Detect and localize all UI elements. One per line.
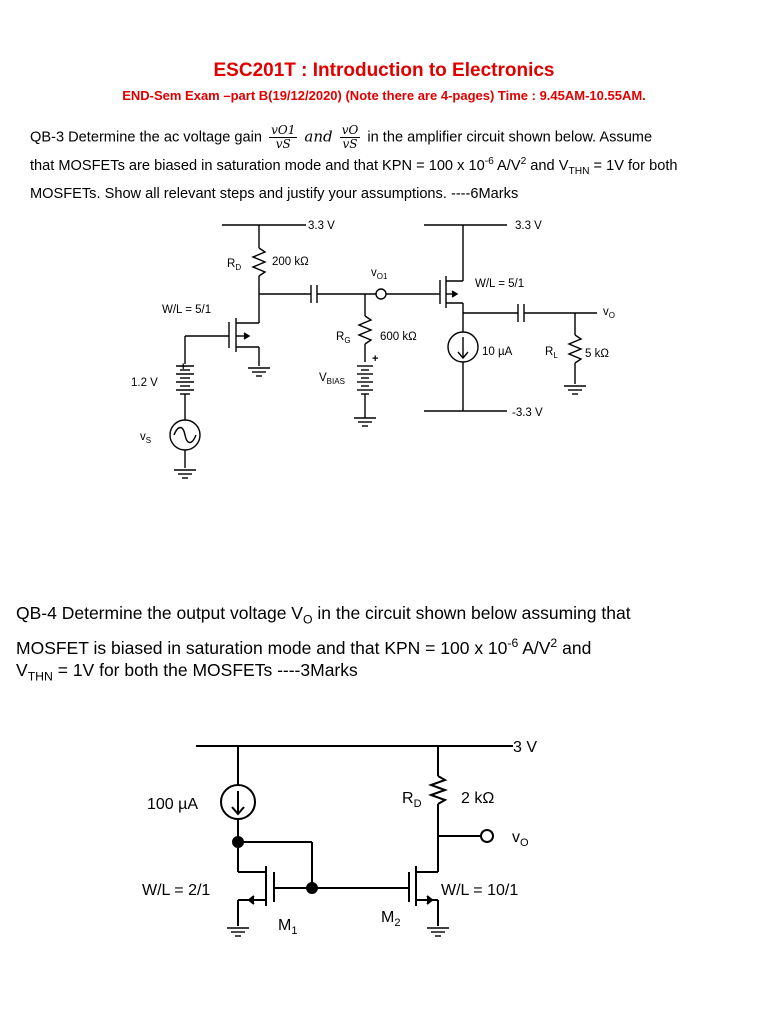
qb4-line1-b: in the circuit shown below assuming that (312, 603, 631, 623)
label-rg: RG (336, 331, 351, 345)
ground-nmos-left (247, 367, 271, 377)
qb3-vthn-sub: THN (568, 165, 590, 177)
label-vs: vS (140, 431, 151, 445)
frac2-numerator: vO (339, 123, 361, 138)
qb4-vo-sub: O (302, 612, 313, 627)
qb4-line3-a: V (16, 660, 28, 681)
vbias-battery (357, 365, 373, 418)
qb4-question: QB-4 Determine the output voltage VO in … (16, 602, 756, 689)
frac1-numerator: vO1 (269, 123, 298, 138)
qb4-line1-a: QB-4 Determine the output voltage V (16, 603, 303, 623)
ground-vs (173, 469, 197, 479)
rg-resistor (357, 294, 373, 362)
label-vss: -3.3 V (512, 407, 543, 419)
circuit-2 (196, 745, 513, 937)
ground-rl (563, 385, 587, 395)
qb4-line2: MOSFET is biased in saturation mode and … (16, 632, 756, 660)
qb4-line3: VTHN = 1V for both the MOSFETs ----3Mark… (16, 659, 756, 689)
exam-title: ESC201T : Introduction to Electronics (213, 60, 555, 81)
gain-fraction-vo1: vO1 vS (269, 123, 298, 151)
qb3-line2: that MOSFETs are biased in saturation mo… (30, 151, 750, 183)
vo-terminal (480, 829, 494, 843)
mosfet-m2 (408, 866, 439, 926)
label-m2: M2 (381, 909, 400, 929)
and-word: and (304, 127, 333, 146)
nmos-right (436, 225, 464, 332)
qb3-line2-d: = 1V for both (589, 157, 678, 174)
plus-sign-vbias: + (372, 353, 378, 365)
sine-icon (173, 426, 197, 444)
qb3-line3: MOSFETs. Show all relevant steps and jus… (30, 185, 519, 202)
label-vo1: vO1 (371, 267, 388, 281)
label-rd-2-value: 2 kΩ (461, 790, 494, 807)
label-m1: M1 (278, 917, 297, 937)
exam-subtitle: END-Sem Exam –part B(19/12/2020) (Note t… (122, 88, 646, 103)
label-1v2: 1.2 V (131, 377, 158, 389)
qb3-sq: 2 (520, 156, 527, 167)
label-wl-left: W/L = 5/1 (162, 304, 211, 316)
qb4-line2-a: MOSFET is biased in saturation mode and … (16, 637, 508, 658)
label-rl-value: 5 kΩ (585, 348, 609, 360)
label-isrc: 10 µA (482, 346, 513, 358)
qb3-question: QB-3 Determine the ac voltage gain vO1 v… (30, 124, 750, 205)
rd-resistor-2 (428, 746, 448, 872)
frac2-denominator: vS (342, 137, 358, 151)
label-rd-2: RD (402, 790, 422, 810)
label-wl-right: W/L = 5/1 (475, 278, 524, 290)
qb4-vthn-sub: THN (27, 669, 53, 684)
plus-sign-battery: + (180, 361, 186, 373)
bias-battery-1v2 (176, 365, 194, 420)
label-vo: vO (603, 306, 615, 320)
label-wl-m2: W/L = 10/1 (441, 882, 518, 899)
label-rl: RL (545, 346, 558, 360)
vo1-node (375, 288, 387, 300)
rd-resistor (251, 225, 267, 323)
qb4-line2-c: and (557, 637, 592, 658)
qb3-line2-b: A/V (493, 157, 521, 174)
qb4-line1: QB-4 Determine the output voltage VO in … (16, 602, 756, 632)
circuit-1 (169, 224, 597, 479)
qb4-sq: 2 (550, 635, 558, 650)
qb4-line2-b: A/V (518, 637, 551, 658)
nmos-left (185, 318, 260, 366)
ground-m2 (426, 927, 450, 937)
label-vdd-left: 3.3 V (308, 220, 335, 232)
qb3-line1: QB-3 Determine the ac voltage gain vO1 v… (30, 124, 750, 151)
label-rg-value: 600 kΩ (380, 331, 417, 343)
label-vbias: VBIAS (319, 372, 345, 386)
label-rd: RD (227, 258, 241, 272)
label-isrc-100ua: 100 µA (147, 796, 198, 813)
qb3-line2-a: that MOSFETs are biased in saturation mo… (30, 157, 485, 174)
label-vo-2: vO (512, 829, 529, 849)
qb3-exp: -6 (484, 156, 494, 167)
qb4-line3-b: = 1V for both the MOSFETs ----3Marks (52, 660, 358, 681)
label-wl-m1: W/L = 2/1 (142, 882, 210, 899)
qb3-prefix: QB-3 Determine the ac voltage gain (30, 129, 263, 146)
gain-fraction-vo: vO vS (339, 123, 361, 151)
qb4-exp: -6 (507, 635, 519, 650)
ground-vbias (353, 417, 377, 427)
label-rd-value: 200 kΩ (272, 256, 309, 268)
mosfet-m1 (237, 866, 409, 926)
qb3-suffix: in the amplifier circuit shown below. As… (367, 129, 653, 146)
frac1-denominator: vS (275, 137, 291, 151)
rl-resistor (567, 313, 583, 384)
label-vdd-3v: 3 V (513, 739, 537, 756)
qb3-line2-c: and V (526, 157, 569, 174)
label-vdd-right: 3.3 V (515, 220, 542, 232)
ground-m1 (226, 927, 250, 937)
